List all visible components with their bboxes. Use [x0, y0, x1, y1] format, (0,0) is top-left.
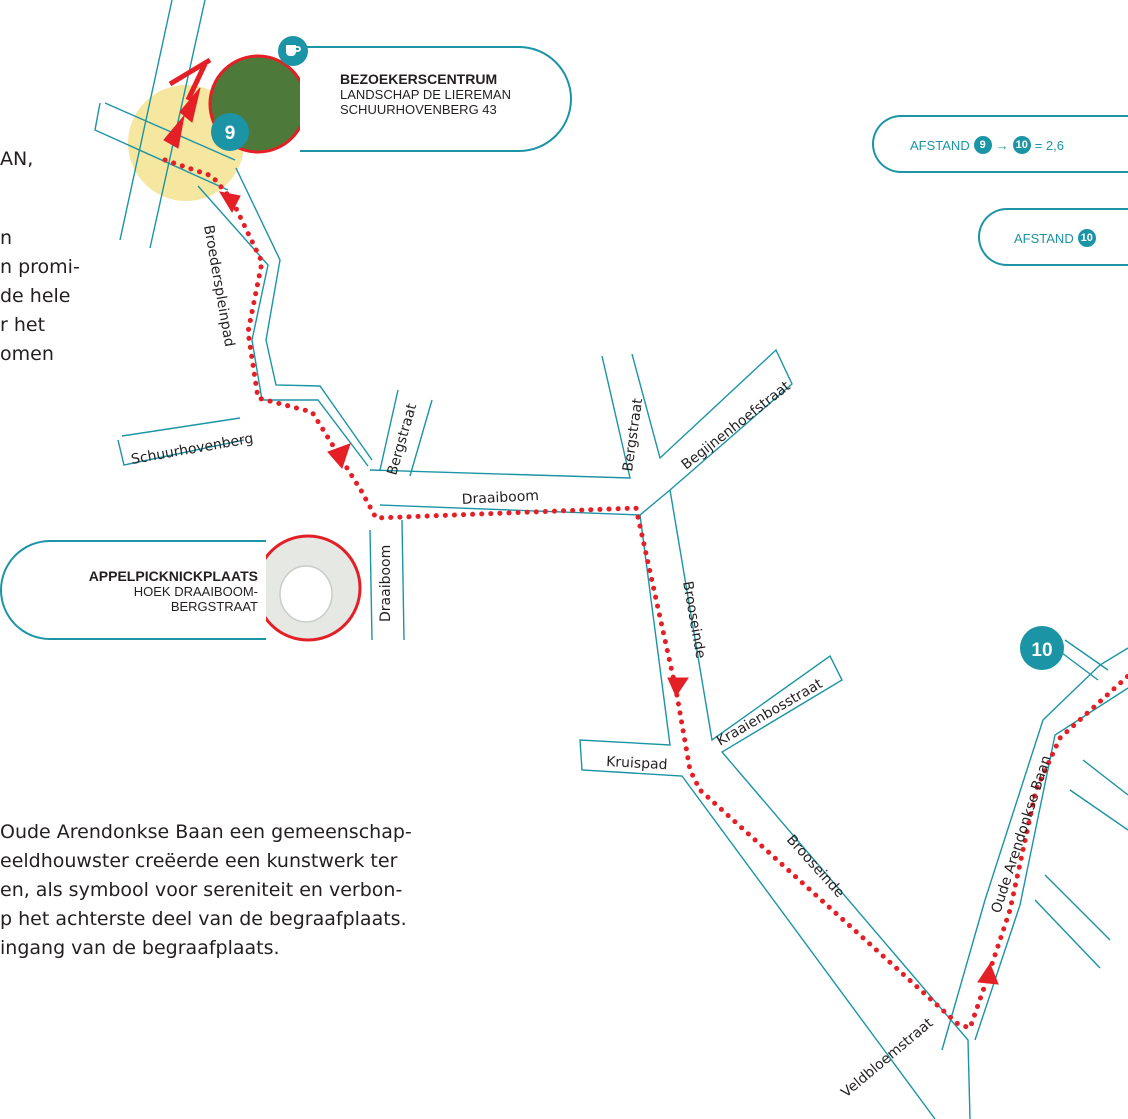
distance2-to-badge: 10: [1077, 229, 1096, 247]
stop-9-callout[interactable]: BEZOEKERSCENTRUM LANDSCHAP DE LIEREMAN S…: [300, 46, 572, 152]
intro-line-4: de hele: [0, 285, 71, 307]
intro-line-6: omen: [0, 343, 54, 365]
stop-9-marker[interactable]: [211, 113, 249, 151]
picnic-line1: HOEK DRAAIBOOM-: [133, 584, 258, 599]
street-kruispad: Kruispad: [606, 754, 668, 773]
street-begijnenhoefstraat: Begijnenhoefstraat: [679, 378, 794, 473]
cafe-cup-icon: [278, 36, 308, 66]
distance-prefix: AFSTAND: [910, 137, 970, 153]
street-draaiboom-horizontal: Draaiboom: [461, 488, 539, 508]
distance2-prefix: AFSTAND: [1014, 230, 1074, 246]
stop-9-line2: SCHUURHOVENBERG 43: [340, 102, 497, 117]
stop-9-number: 9: [225, 123, 236, 144]
street-labels: Broederspleinpad Schuurhovenberg Bergstr…: [130, 224, 1055, 1101]
street-draaiboom-vertical: Draaiboom: [378, 545, 394, 622]
distance-box-9-10: AFSTAND 9 → 10 = 2,6: [872, 115, 1128, 173]
street-veldbloemstraat: Veldbloemstraat: [838, 1015, 937, 1101]
bottom-line-2: eeldhouwster creëerde een kunstwerk ter: [0, 850, 398, 872]
stop-9-line1: LANDSCHAP DE LIEREMAN: [340, 87, 511, 102]
stop-10-marker[interactable]: [1020, 626, 1064, 670]
street-brooseinde-upper: Brooseinde: [679, 580, 708, 660]
street-bergstraat-left: Bergstraat: [384, 401, 420, 477]
picnic-callout[interactable]: APPELPICKNICKPLAATS HOEK DRAAIBOOM- BERG…: [0, 540, 266, 640]
distance-value: = 2,6: [1034, 137, 1064, 153]
bottom-line-4: p het achterste deel van de begraafplaat…: [0, 908, 407, 930]
street-brooseinde-lower: Brooseinde: [783, 832, 847, 901]
street-oude-arendonkse-baan: Oude Arendonkse Baan: [989, 754, 1055, 916]
stop-10-number: 10: [1031, 640, 1052, 661]
picnic-line2: BERGSTRAAT: [170, 599, 258, 614]
stop-9-title: BEZOEKERSCENTRUM: [340, 71, 498, 87]
road-network: [94, 0, 1128, 1119]
distance-from-badge: 9: [973, 136, 992, 154]
street-kraaienbosstraat: Kraaienbosstraat: [714, 676, 826, 750]
bottom-line-5: ingang van de begraafplaats.: [0, 937, 280, 959]
intro-line-3: n promi-: [0, 256, 80, 278]
street-bergstraat-right: Bergstraat: [620, 397, 646, 473]
intro-line-2: n: [0, 227, 13, 249]
picnic-title: APPELPICKNICKPLAATS: [88, 568, 258, 584]
distance-arrow: →: [995, 137, 1009, 153]
intro-line-5: r het: [0, 314, 46, 336]
street-broederspleinpad: Broederspleinpad: [200, 224, 237, 348]
intro-line-1: AN,: [0, 148, 34, 170]
apple-sculpture: [279, 565, 333, 623]
route-arrows: [163, 57, 999, 985]
distance-box-10: AFSTAND 10: [978, 208, 1128, 266]
street-schuurhovenberg: Schuurhovenberg: [130, 431, 255, 468]
bottom-line-1: Oude Arendonkse Baan een gemeenschap-: [0, 821, 412, 843]
route-line: [162, 157, 1128, 1032]
distance-to-badge: 10: [1012, 136, 1031, 154]
bottom-line-3: en, als symbool voor sereniteit en verbo…: [0, 879, 403, 901]
